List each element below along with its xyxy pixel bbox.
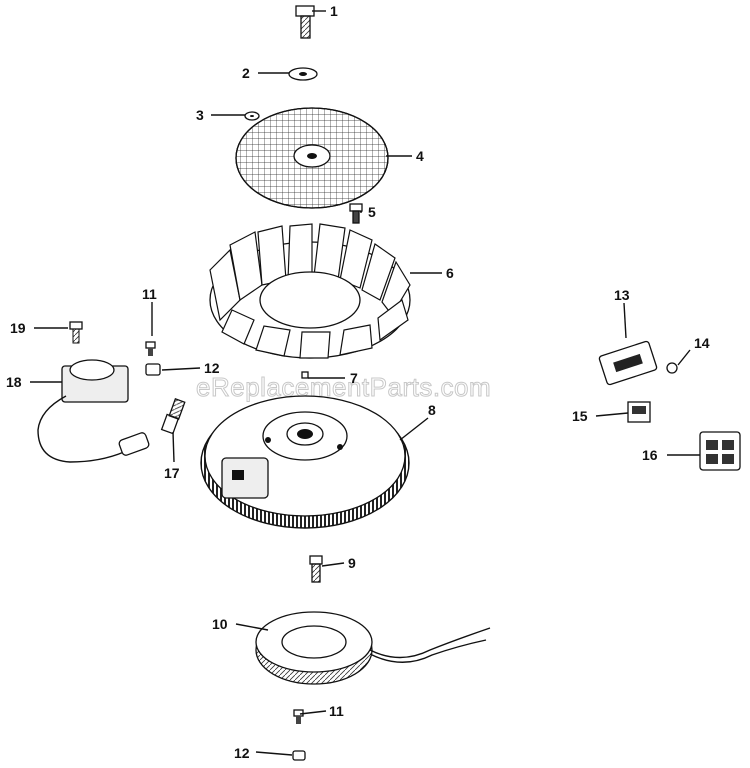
part-connector-16 — [699, 431, 741, 471]
callout-7: 7 — [350, 370, 358, 386]
callout-13: 13 — [614, 287, 630, 303]
part-spark-plug-17 — [160, 397, 186, 435]
callout-8: 8 — [428, 402, 436, 418]
part-rectifier-13 — [598, 340, 658, 386]
callout-10: 10 — [212, 616, 228, 632]
part-grille-screen-4 — [235, 107, 389, 209]
part-screw-1 — [295, 5, 315, 39]
callout-5: 5 — [368, 204, 376, 220]
callout-16: 16 — [642, 447, 658, 463]
part-screw-14 — [666, 362, 678, 374]
part-flywheel-8 — [200, 395, 410, 529]
callout-6: 6 — [446, 265, 454, 281]
part-ignition-module-18 — [37, 359, 150, 463]
part-clip-12-bottom — [292, 750, 306, 761]
part-stator-10 — [255, 611, 491, 685]
callout-4: 4 — [416, 148, 424, 164]
watermark-text: eReplacementParts.com — [196, 372, 491, 402]
callout-12-left: 12 — [204, 360, 220, 376]
part-screw-11-left — [145, 341, 156, 356]
callout-11-left: 11 — [142, 286, 157, 302]
callout-labels: 1 2 3 4 5 6 7 8 9 10 11 11 12 12 13 14 1… — [6, 3, 710, 761]
part-screw-19 — [69, 321, 83, 344]
callout-9: 9 — [348, 555, 356, 571]
callout-12-bottom: 12 — [234, 745, 250, 761]
part-nut-3 — [244, 111, 260, 121]
callout-19: 19 — [10, 320, 26, 336]
part-washer-2 — [288, 67, 318, 81]
callout-14: 14 — [694, 335, 710, 351]
part-clip-12-left — [145, 363, 161, 376]
callout-17: 17 — [164, 465, 180, 481]
callout-11-bottom: 11 — [329, 703, 344, 719]
part-screw-11-bottom — [293, 709, 304, 724]
part-fan-6 — [209, 223, 411, 359]
part-bolt-9 — [309, 555, 323, 583]
leader-lines — [30, 10, 700, 756]
callout-15: 15 — [572, 408, 588, 424]
part-screw-5 — [349, 203, 363, 224]
part-key-7 — [301, 371, 309, 379]
callout-3: 3 — [196, 107, 204, 123]
callout-2: 2 — [242, 65, 250, 81]
callout-1: 1 — [330, 3, 338, 19]
part-connector-15 — [627, 401, 651, 423]
callout-18: 18 — [6, 374, 22, 390]
